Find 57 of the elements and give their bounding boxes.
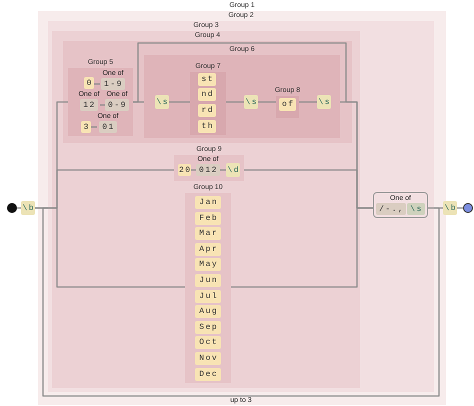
literal-token: st: [198, 73, 216, 86]
literal-token: Feb: [195, 212, 221, 225]
literal-token: Oct: [195, 336, 221, 349]
railroad-line: [258, 101, 276, 103]
literal-token: 0: [84, 77, 94, 89]
literal-token: Apr: [195, 243, 221, 256]
railroad-line: [428, 207, 443, 209]
literal-token: Aug: [195, 305, 221, 318]
literal-token: 20: [178, 164, 191, 176]
literal-token: rd: [198, 104, 216, 117]
railroad-line: [35, 207, 185, 288]
literal-token: May: [195, 258, 221, 271]
end-circle: [463, 203, 473, 213]
railroad-line: [226, 101, 244, 103]
character-class: [106, 91, 128, 111]
class-item: 1-9: [101, 78, 125, 90]
escape-token: \s: [155, 95, 169, 109]
literal-token: Mar: [195, 227, 221, 240]
character-class: [78, 91, 100, 111]
group-box: [144, 45, 340, 138]
group-box: [63, 31, 352, 143]
literal-token: Nov: [195, 352, 221, 365]
literal-token: of: [279, 98, 296, 111]
literal-token: Jul: [195, 290, 221, 303]
class-item: 012: [196, 164, 220, 176]
escape-token: \s: [244, 95, 258, 109]
literal-token: Sep: [195, 321, 221, 334]
character-class-box: [373, 192, 428, 218]
character-class: [97, 113, 119, 133]
group-box: [276, 86, 299, 118]
character-class: [100, 70, 126, 90]
class-item: 01: [99, 121, 117, 133]
group-box: [174, 145, 244, 181]
class-item: 0-9: [105, 99, 129, 111]
railroad-line: [42, 207, 440, 397]
group-box: [68, 58, 133, 136]
group-box: [185, 183, 231, 383]
escape-token: \b: [21, 201, 35, 215]
literal-token: Jun: [195, 274, 221, 287]
escape-token: \b: [443, 201, 457, 215]
escape-token: \d: [226, 163, 240, 177]
railroad-line: [299, 101, 317, 103]
literal-token: th: [198, 120, 216, 133]
character-class: [196, 156, 220, 176]
escape-token: \s: [317, 95, 331, 109]
group-box: [190, 62, 226, 135]
railroad-line: [231, 207, 373, 288]
literal-token: 3: [81, 121, 91, 133]
literal-token: nd: [198, 88, 216, 101]
class-item: 12: [80, 99, 98, 111]
class-item: \s: [407, 203, 425, 215]
class-item: /-.,: [376, 203, 406, 215]
group-box: [52, 21, 360, 388]
literal-token: Dec: [195, 368, 221, 381]
railroad-line: [169, 101, 190, 103]
literal-token: Jan: [195, 196, 221, 209]
start-circle: [7, 203, 17, 213]
